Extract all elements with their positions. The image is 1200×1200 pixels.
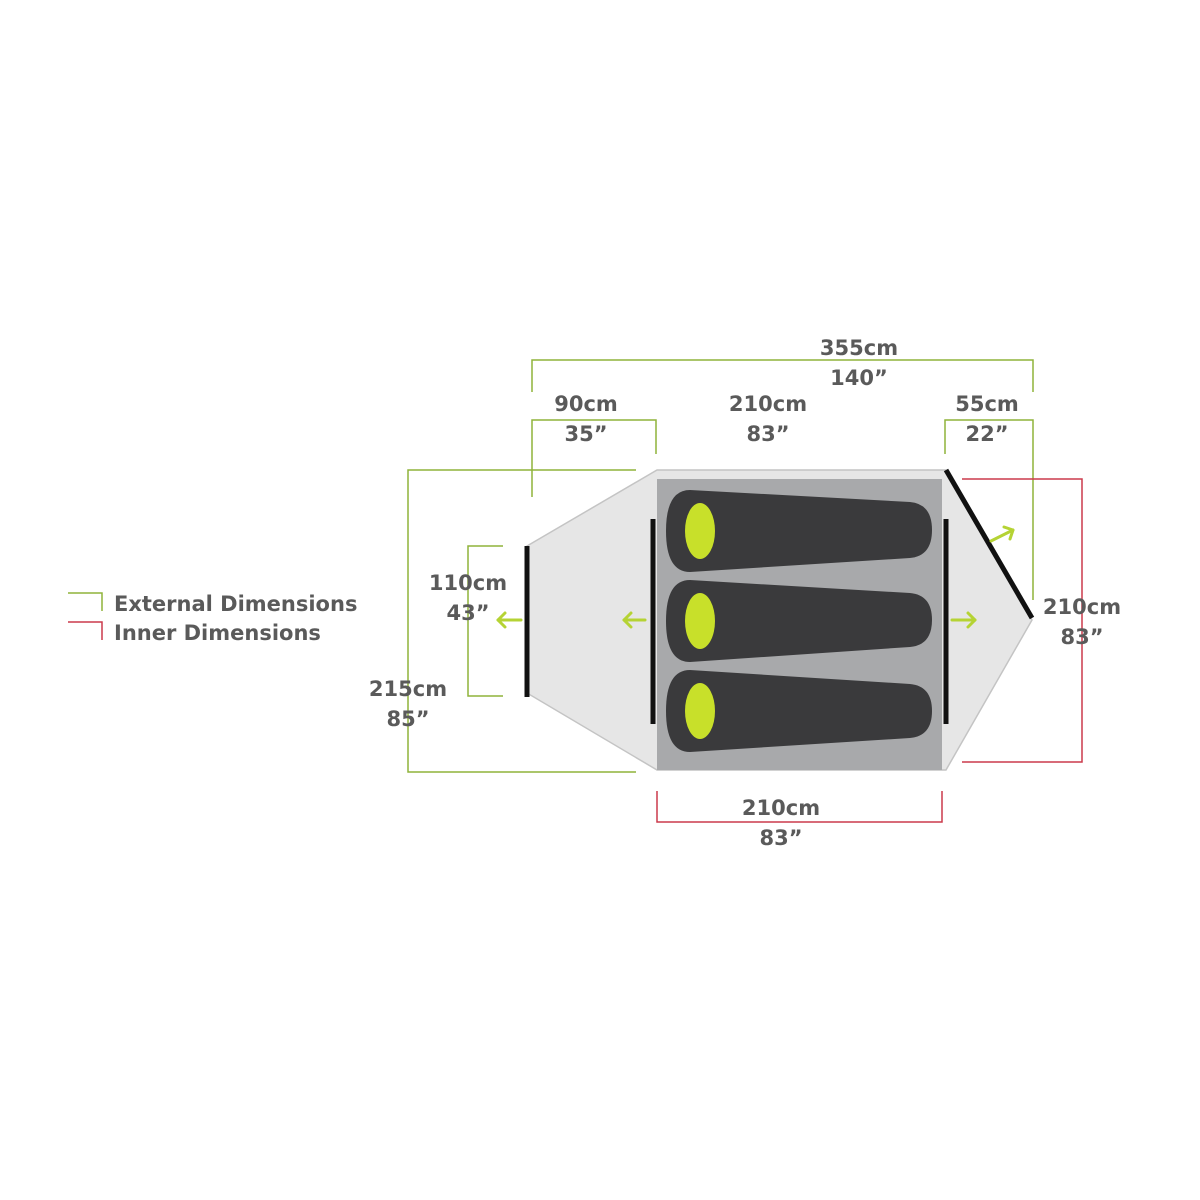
face-icon: [685, 683, 715, 739]
sleeping-bag-icon: [666, 670, 932, 752]
legend-inner-swatch: [68, 621, 103, 640]
legend-external-label: External Dimensions: [114, 592, 357, 616]
sleeping-bag-icon: [666, 490, 932, 572]
dim-line-total-length: [531, 359, 1034, 392]
dim-line-inner-length: [656, 791, 943, 823]
arrow-left-front: [496, 611, 523, 629]
face-icon: [685, 503, 715, 559]
label-inner-length-top: 210cm 83”: [729, 392, 807, 446]
label-front-vestibule: 90cm 35”: [554, 392, 618, 446]
legend: External Dimensions Inner Dimensions: [68, 592, 357, 645]
label-inner-width: 210cm 83”: [1043, 595, 1121, 649]
rear-outer-door: [943, 468, 1035, 620]
inner-length-top-in: 83”: [746, 422, 789, 446]
label-door-width: 110cm 43”: [429, 571, 507, 625]
total-length-cm: 355cm: [820, 336, 898, 360]
sleeping-bag-3: [666, 670, 932, 752]
external-width-in: 85”: [386, 707, 429, 731]
sleeping-bag-1: [666, 490, 932, 572]
rear-vestibule-in: 22”: [965, 422, 1008, 446]
rear-vestibule-cm: 55cm: [955, 392, 1019, 416]
sleeping-bag-icon: [666, 580, 932, 662]
external-width-cm: 215cm: [369, 677, 447, 701]
arrow-right-inner: [950, 611, 977, 629]
inner-length-bottom-cm: 210cm: [742, 796, 820, 820]
inner-width-cm: 210cm: [1043, 595, 1121, 619]
arrow-rear-door: [989, 525, 1015, 543]
dim-line-front-vestibule: [531, 419, 657, 497]
front-vestibule-cm: 90cm: [554, 392, 618, 416]
inner-length-top-cm: 210cm: [729, 392, 807, 416]
label-rear-vestibule: 55cm 22”: [955, 392, 1019, 446]
front-vestibule-in: 35”: [564, 422, 607, 446]
label-external-width: 215cm 85”: [369, 677, 447, 731]
face-icon: [685, 593, 715, 649]
sleeping-bag-2: [666, 580, 932, 662]
door-width-cm: 110cm: [429, 571, 507, 595]
label-total-length: 355cm 140”: [820, 336, 898, 390]
legend-inner-label: Inner Dimensions: [114, 621, 321, 645]
dim-line-external-width: [407, 469, 636, 773]
inner-width-in: 83”: [1060, 625, 1103, 649]
door-width-in: 43”: [446, 601, 489, 625]
inner-length-bottom-in: 83”: [759, 826, 802, 850]
legend-external-swatch: [68, 592, 103, 611]
dim-line-rear-vestibule: [944, 419, 1034, 600]
dim-line-door-width: [467, 545, 503, 697]
arrow-left-inner: [622, 611, 647, 629]
dim-line-inner-width: [962, 478, 1083, 763]
label-inner-length-bottom: 210cm 83”: [742, 796, 820, 850]
total-length-in: 140”: [830, 366, 888, 390]
